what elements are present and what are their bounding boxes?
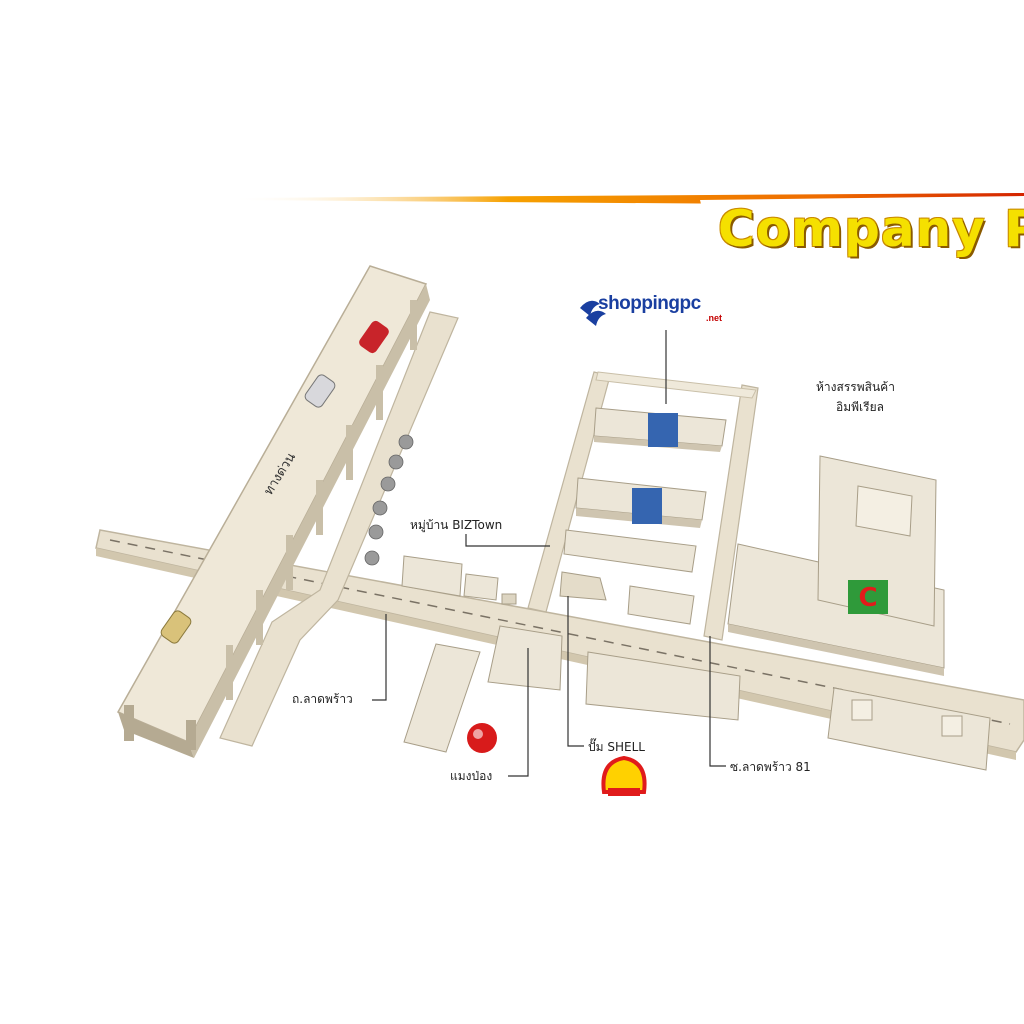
shoppingpc-logo: shoppingpc <box>598 293 701 314</box>
svg-text:C: C <box>858 583 877 613</box>
soi-roads <box>527 371 759 641</box>
callout-lines <box>372 330 726 777</box>
mall-label-line2: อิมพีเรียล <box>836 400 884 414</box>
tree-row <box>364 434 414 566</box>
shoppingpc-logo-suffix: .net <box>706 313 723 323</box>
side-road <box>219 311 459 747</box>
biztown-label: หมู่บ้าน BIZTown <box>410 518 503 532</box>
header-banner <box>230 193 1024 262</box>
car-red <box>359 320 389 354</box>
mangpong-label: แมงป่อง <box>450 769 493 783</box>
banner-title: Company Pr <box>718 200 1024 258</box>
mangpong-logo <box>467 723 497 753</box>
expressway <box>116 265 430 758</box>
mall-label-line1: ห้างสรรพสินค้า <box>816 380 895 394</box>
car-silver <box>304 374 336 408</box>
shoppingpc-logo-mark <box>580 300 606 326</box>
biztown-buildings <box>401 555 517 605</box>
car-gold <box>160 610 192 644</box>
bigc-logo <box>848 580 888 614</box>
shell-label: ปั๊ม SHELL <box>588 740 645 754</box>
lower-buildings <box>403 625 991 771</box>
imperial-mall: C <box>727 455 945 676</box>
shell-logo <box>601 755 647 796</box>
soi-label: ซ.ลาดพร้าว 81 <box>730 760 811 774</box>
main-road-label: ถ.ลาดพร้าว <box>292 692 353 706</box>
shoppingpc-buildings <box>559 407 727 625</box>
